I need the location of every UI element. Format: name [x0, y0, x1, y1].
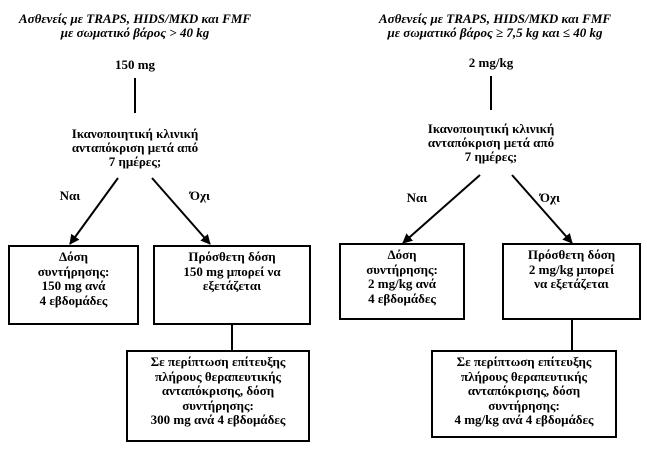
left-final-box-line-3: ανταπόκρισης, δόση	[161, 383, 275, 398]
right-yes-arrow	[402, 174, 481, 244]
right-no-box-line-3: να εξετάζεται	[534, 276, 609, 291]
left-no-box-line-1: Πρόσθετη δόση	[188, 249, 276, 264]
right-final-box-line-3: ανταπόκρισης, δόση	[467, 383, 581, 398]
right-yes-box-line-3: 2 mg/kg ανά	[368, 276, 436, 291]
left-no-label: Όχι	[189, 188, 211, 203]
right-yes-box-line-4: 4 εβδομάδες	[368, 290, 436, 306]
left-final-box: Σε περίπτωση επίτευξης πλήρους θεραπευτι…	[126, 350, 310, 442]
left-final-box-line-5: 300 mg ανά 4 εβδομάδες	[150, 412, 286, 427]
left-yes-label: Ναι	[59, 188, 81, 203]
right-no-box-line-2: 2 mg/kg μπορεί	[528, 261, 615, 277]
right-title: Ασθενείς με TRAPS, HIDS/MKD και FMF με σ…	[350, 12, 640, 40]
left-yes-box-line-2: συντήρησης:	[37, 263, 110, 279]
left-yes-arrow	[69, 177, 119, 245]
right-final-box-line-4: συντήρησης:	[488, 397, 560, 413]
right-no-arrow	[511, 174, 573, 244]
left-yes-box-line-4: 4 εβδομάδες	[39, 292, 108, 308]
right-final-box-line-1: Σε περίπτωση επίτευξης	[456, 354, 592, 369]
left-no-box-line-3: εξετάζεται	[202, 278, 262, 293]
right-question-line-2: ανταπόκριση μετά από	[427, 135, 555, 150]
left-yes-box-line-1: Δόση	[58, 249, 89, 264]
left-yes-box-line-3: 150 mg ανά	[41, 278, 106, 293]
right-final-box-line-5: 4 mg/kg ανά 4 εβδομάδες	[454, 412, 594, 427]
left-title: Ασθενείς με TRAPS, HIDS/MKD και FMF με σ…	[10, 12, 260, 40]
right-title-line-1: Ασθενείς με TRAPS, HIDS/MKD και FMF	[378, 11, 612, 26]
right-yes-box: Δόση συντήρησης: 2 mg/kg ανά 4 εβδομάδες	[339, 243, 465, 320]
left-no-box: Πρόσθετη δόση 150 mg μπορεί να εξετάζετα…	[153, 245, 311, 325]
left-question: Ικανοποιητική κλινική ανταπόκριση μετά α…	[35, 127, 235, 169]
right-yes-box-line-2: συντήρησης:	[366, 261, 438, 277]
left-yes-box: Δόση συντήρησης: 150 mg ανά 4 εβδομάδες	[8, 245, 139, 325]
right-final-box: Σε περίπτωση επίτευξης πλήρους θεραπευτι…	[431, 350, 617, 438]
left-question-line-2: ανταπόκριση μετά από	[71, 140, 199, 155]
right-question-line-3: 7 ημέρες;	[464, 149, 518, 164]
left-question-line-3: 7 ημέρες;	[108, 154, 162, 169]
left-no-arrow	[151, 177, 211, 245]
right-no-label: Όχι	[539, 190, 561, 205]
right-final-box-line-2: πλήρους θεραπευτικής	[461, 368, 587, 384]
right-no-box-line-1: Πρόσθετη δόση	[527, 247, 616, 262]
left-final-box-line-4: συντήρησης:	[182, 397, 254, 413]
left-no-box-line-2: 150 mg μπορεί να	[183, 263, 281, 279]
right-question: Ικανοποιητική κλινική ανταπόκριση μετά α…	[391, 122, 591, 164]
left-question-line-1: Ικανοποιητική κλινική	[71, 126, 199, 141]
left-title-line-2: με σωματικό βάρος > 40 kg	[60, 25, 210, 40]
right-yes-label: Ναι	[406, 190, 428, 205]
right-no-box: Πρόσθετη δόση 2 mg/kg μπορεί να εξετάζετ…	[502, 243, 641, 320]
left-title-line-1: Ασθενείς με TRAPS, HIDS/MKD και FMF	[18, 11, 252, 26]
right-question-line-1: Ικανοποιητική κλινική	[427, 121, 555, 136]
left-final-box-line-1: Σε περίπτωση επίτευξης	[150, 354, 286, 369]
right-dose-label: 2 mg/kg	[468, 55, 514, 70]
left-dose-label: 150 mg	[114, 57, 156, 72]
left-final-box-line-2: πλήρους θεραπευτικής	[155, 368, 281, 384]
right-title-line-2: με σωματικό βάρος ≥ 7,5 kg και ≤ 40 kg	[387, 25, 603, 40]
right-yes-box-line-1: Δόση	[387, 247, 417, 262]
